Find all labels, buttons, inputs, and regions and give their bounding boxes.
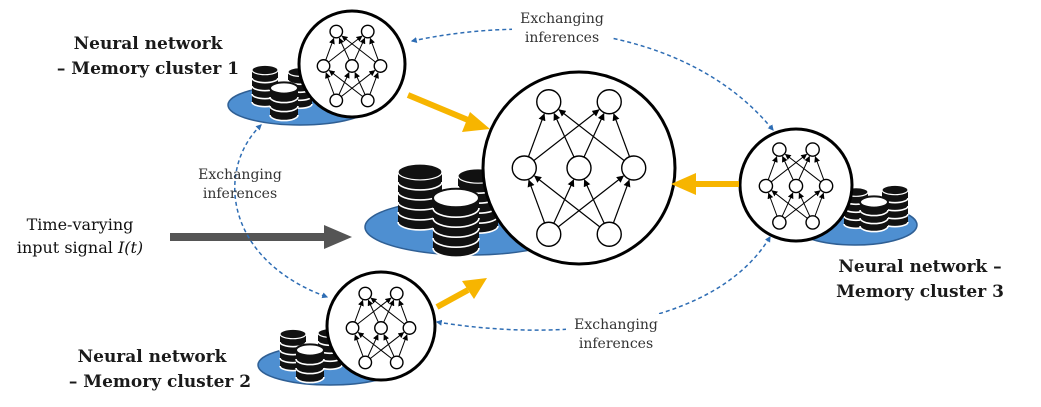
yellow-arrowhead-cluster3 — [671, 173, 696, 195]
network-node — [389, 355, 404, 370]
network-node — [360, 24, 375, 39]
network-node — [596, 221, 622, 247]
network-node — [536, 221, 562, 247]
network-node — [373, 59, 388, 73]
input-label-text: input signal — [17, 238, 118, 257]
exchange-left-line2: inferences — [203, 186, 277, 202]
exchange-bottom-line2: inferences — [579, 336, 653, 352]
network-node — [772, 215, 787, 230]
network-node — [316, 59, 331, 73]
network-node — [788, 178, 804, 194]
network-node — [772, 142, 787, 157]
cluster2-title-line2: – Memory cluster 2 — [69, 372, 251, 392]
cluster1-title-line2: – Memory cluster 1 — [57, 59, 239, 79]
exchange-bottom-label-bg — [566, 314, 666, 352]
cluster1-title-line1: Neural network — [74, 34, 224, 54]
network-node — [360, 93, 375, 108]
yellow-arrowhead-cluster1 — [462, 112, 490, 132]
network-node — [805, 142, 820, 157]
network-node — [389, 286, 404, 301]
cluster2-neural-network — [345, 286, 417, 370]
yellow-arrow-cluster2 — [435, 287, 470, 310]
network-node — [345, 59, 359, 73]
network-node — [402, 321, 417, 335]
network-node — [596, 89, 622, 115]
input-arrowhead — [324, 225, 352, 249]
cluster3-title-line1: Neural network – — [838, 257, 1001, 277]
cluster2-disk-stack-front — [295, 343, 325, 384]
exchange-arrows — [234, 28, 774, 331]
network-node — [511, 155, 537, 181]
network-node — [358, 286, 373, 301]
network-node — [818, 178, 834, 194]
exchange-top-line1: Exchanging — [520, 11, 604, 27]
disk-stacks — [251, 64, 909, 384]
network-node — [805, 215, 820, 230]
exchange-left-line1: Exchanging — [198, 167, 282, 183]
exchange-bottom-line1: Exchanging — [574, 317, 658, 333]
network-node — [329, 93, 344, 108]
cluster3-disk-stack-back-right — [881, 184, 909, 228]
input-arrow — [170, 225, 352, 249]
central-disk-stack-front — [432, 187, 480, 258]
network-node — [536, 89, 562, 115]
network-node — [374, 321, 388, 335]
text-labels: Neural network – Memory cluster 1 Neural… — [17, 9, 1004, 392]
cluster2-title-line1: Neural network — [78, 347, 228, 367]
cluster1-disk-stack-front — [269, 81, 299, 122]
cluster3-disk-stack-front — [859, 195, 889, 233]
cluster1-neural-network — [316, 24, 388, 108]
network-node — [621, 155, 647, 181]
exchange-top-label-bg — [512, 9, 612, 47]
input-label-line1: Time-varying — [27, 215, 134, 234]
network-node — [329, 24, 344, 39]
exchange-top-line2: inferences — [525, 30, 599, 46]
yellow-arrow-cluster1 — [406, 92, 470, 123]
input-signal-symbol: I(t) — [117, 238, 143, 257]
cluster3-neural-network — [758, 142, 834, 230]
exchange-arrow-top — [410, 28, 774, 131]
network-node — [358, 355, 373, 370]
network-node — [566, 155, 592, 181]
cluster3-title-line2: Memory cluster 3 — [836, 282, 1004, 302]
network-node — [345, 321, 360, 335]
exchange-arrow-bottom — [435, 235, 771, 331]
exchange-arrow-left — [234, 124, 329, 299]
network-node — [758, 178, 774, 194]
input-label-line2: input signal I(t) — [17, 238, 143, 257]
